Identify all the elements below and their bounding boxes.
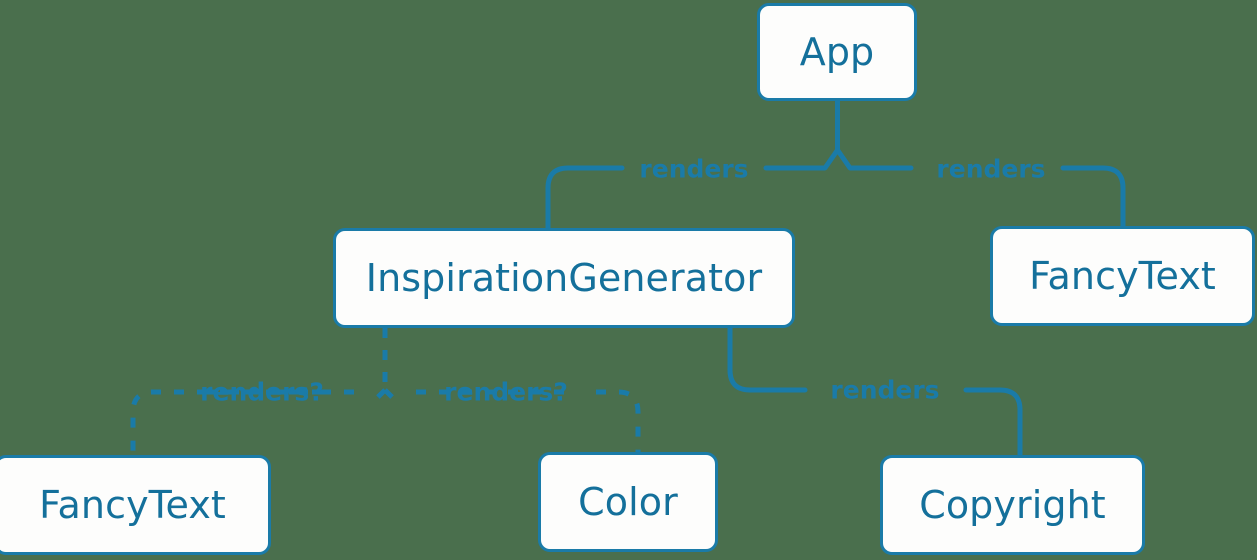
edge-app-to-inspiration-generator [545,147,840,231]
edge-app-to-fancytext [835,147,1126,229]
edge-label-inspiration-generator-to-color: renders? [444,377,568,407]
edge-label-inspiration-generator-to-copyright: renders [830,375,940,405]
node-color[interactable]: Color [538,452,718,552]
edge-label-inspiration-generator-to-fancytext: renders? [200,377,324,407]
node-inspiration-generator-label: InspirationGenerator [365,256,763,300]
node-app-label: App [799,30,875,74]
edge-inspiration-generator-to-color [383,388,641,452]
node-copyright-label: Copyright [919,483,1106,527]
node-color-label: Color [578,480,678,524]
node-inspiration-generator[interactable]: InspirationGenerator [333,228,795,328]
node-app[interactable]: App [757,3,917,101]
node-copyright[interactable]: Copyright [880,455,1145,555]
node-fancytext-right-label: FancyText [1029,254,1216,298]
edge-inspiration-generator-to-copyright [727,325,1023,458]
node-fancytext-bottom-label: FancyText [39,483,226,527]
node-fancytext-bottom[interactable]: FancyText [0,455,271,555]
edge-inspiration-generator-to-fancytext [130,388,387,455]
edge-label-app-to-fancytext: renders [936,154,1046,184]
node-fancytext-right[interactable]: FancyText [990,226,1255,326]
edge-label-app-to-inspiration-generator: renders [639,154,749,184]
